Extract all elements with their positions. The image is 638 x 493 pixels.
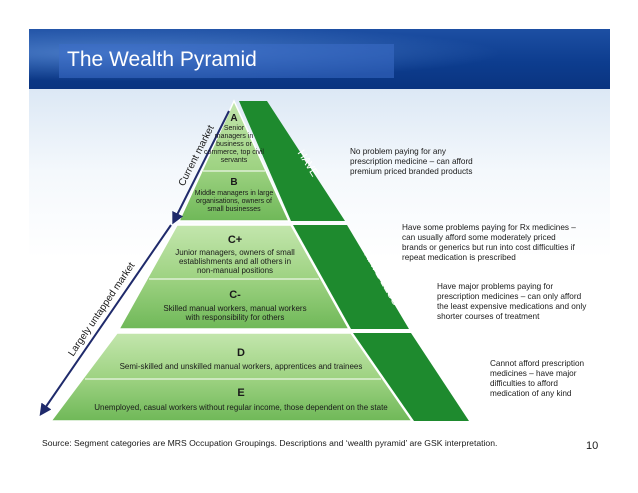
description-line: the least expensive medications and only (437, 302, 587, 311)
description-have: No problem paying for any prescription m… (350, 147, 473, 177)
grade-d: D (237, 347, 245, 359)
band-have-less (293, 225, 409, 329)
source-note: Source: Segment categories are MRS Occup… (42, 438, 498, 448)
description-line: medicines – have major (490, 369, 577, 378)
description-have-less-lower: Have major problems paying for prescript… (437, 282, 586, 322)
description-line: Have major problems paying for (437, 282, 554, 291)
grade-c-plus-line: establishments and all others in (179, 257, 291, 266)
grade-c-plus-line: Junior managers, owners of small (175, 248, 295, 257)
description-line: difficulties to afford (490, 379, 558, 388)
grade-a: A (230, 113, 237, 124)
description-line: No problem paying for any (350, 147, 447, 156)
description-line: repeat medication is prescribed (402, 253, 516, 262)
untapped-market-arrow (39, 224, 172, 416)
description-line: prescription medicine – can afford (350, 157, 473, 166)
page-title: The Wealth Pyramid (67, 48, 257, 71)
title-box (59, 44, 394, 78)
grade-c-minus-line: Skilled manual workers, manual workers (163, 304, 306, 313)
tier-have (177, 99, 291, 222)
grade-b-line: Middle managers in large (195, 190, 274, 197)
band-have (239, 101, 345, 221)
current-market-arrow (172, 110, 230, 225)
description-line: Cannot afford prescription (490, 359, 585, 368)
description-line: medication of any kind (490, 389, 572, 398)
grade-c-minus-line: with responsibility for others (185, 313, 285, 322)
grade-c-plus: C+ (228, 234, 242, 246)
grade-b-line: organisations, owners of (196, 198, 272, 205)
band-have-not (353, 333, 469, 421)
tier-have-less (117, 224, 351, 330)
description-line: premium priced branded products (350, 167, 473, 176)
description-line: Have some problems paying for Rx medicin… (402, 223, 576, 232)
grade-e: E (237, 387, 244, 399)
grade-c-plus-line: non-manual positions (197, 266, 273, 275)
wealth-pyramid-diagram: HAVE HAVE LESS HAVE NOT Current market L… (39, 99, 469, 422)
grade-a-line: servants (221, 157, 248, 164)
grade-a-line: commerce, top civil (204, 149, 264, 156)
slide: The Wealth Pyramid (29, 29, 610, 465)
grade-c-minus: C- (229, 289, 241, 301)
description-have-less-upper: Have some problems paying for Rx medicin… (402, 223, 576, 263)
description-line: prescription medicines – can only afford (437, 292, 582, 301)
description-have-not: Cannot afford prescription medicines – h… (490, 359, 584, 399)
grade-b-line: small businesses (207, 206, 261, 213)
description-line: can usually afford some moderately price… (402, 233, 556, 242)
grade-d-line: Semi-skilled and unskilled manual worker… (120, 362, 363, 371)
description-line: shorter courses of treatment (437, 312, 540, 321)
grade-a-line: business or (216, 141, 252, 148)
grade-a-line: managers in (215, 133, 254, 140)
grade-e-line: Unemployed, casual workers without regul… (94, 403, 388, 412)
tier-have-not (49, 332, 414, 422)
page-number: 10 (586, 440, 599, 452)
grade-b: B (230, 177, 237, 188)
grade-a-line: Senior (224, 125, 245, 132)
description-line: brands or generics but run into cost dif… (402, 243, 575, 252)
